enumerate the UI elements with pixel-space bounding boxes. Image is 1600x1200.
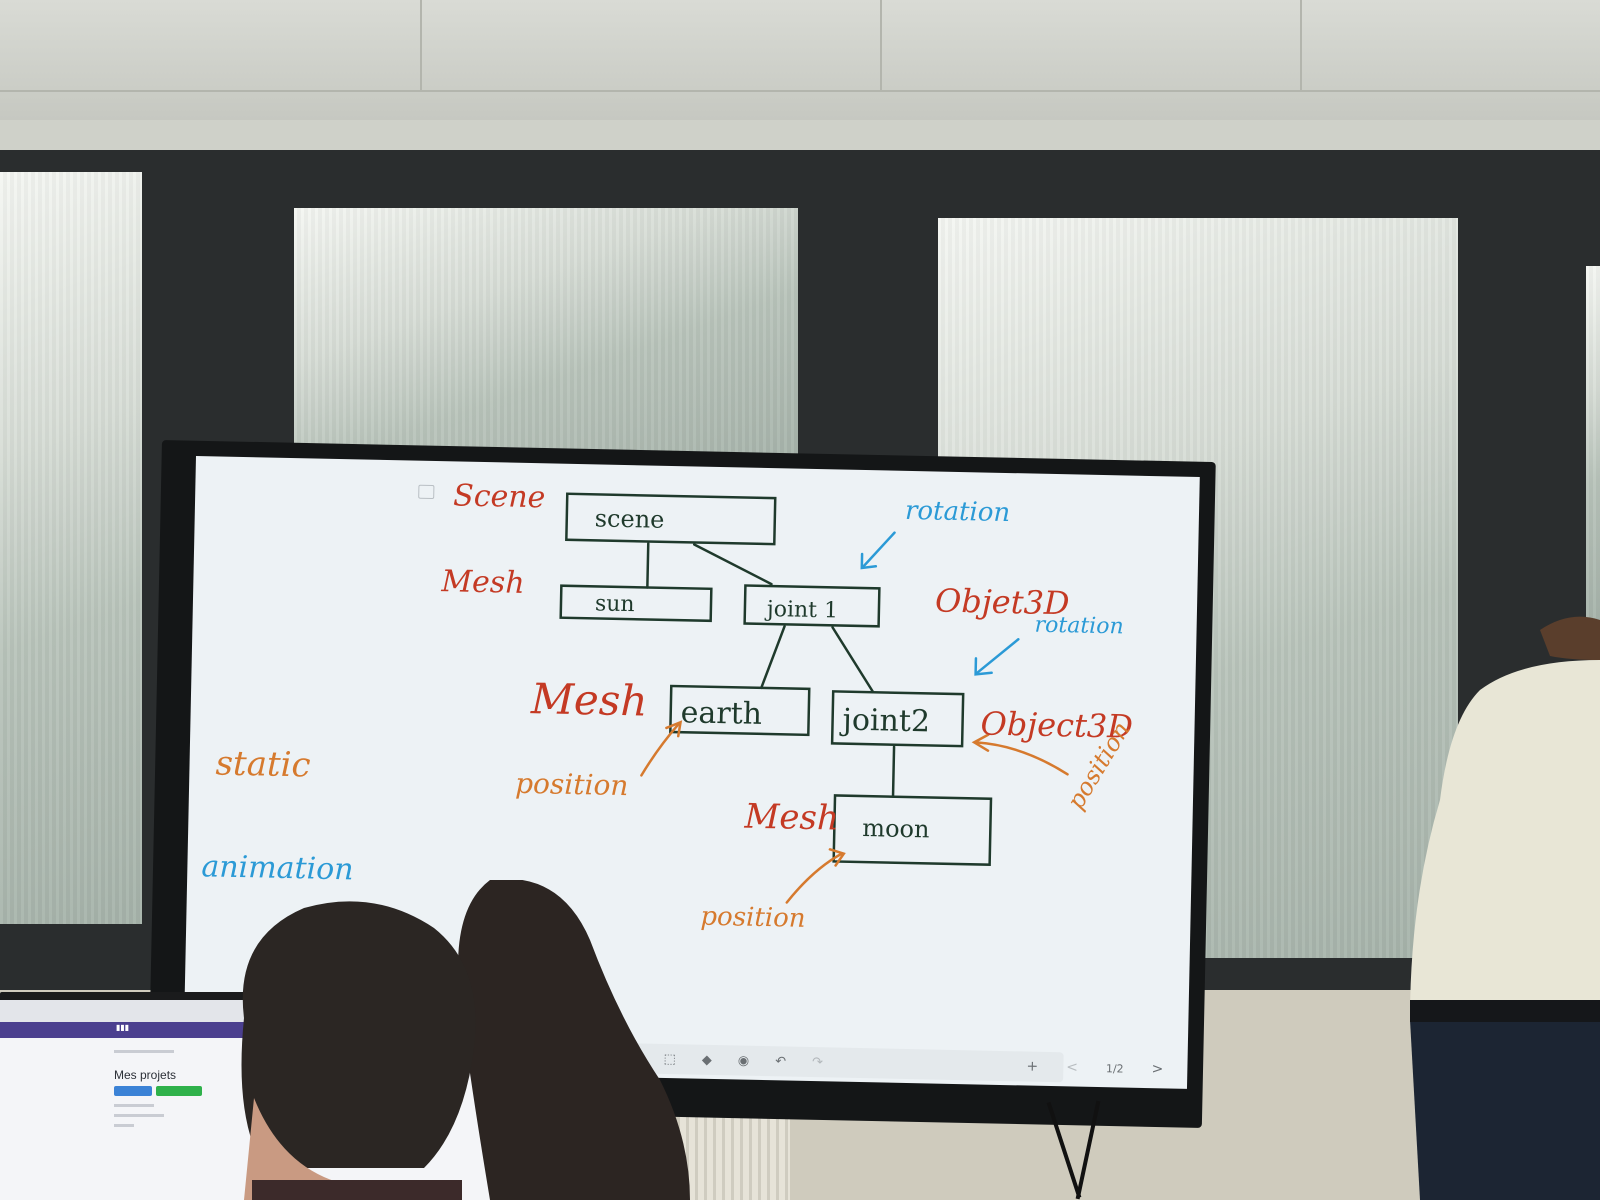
moon-box — [832, 794, 993, 866]
annotation-animation: animation — [201, 849, 354, 887]
breadcrumb — [114, 1050, 174, 1053]
annotation-static: static — [215, 743, 311, 785]
ceiling-tile — [0, 0, 422, 92]
label-earth-type: Mesh — [529, 674, 647, 725]
list-item — [114, 1124, 134, 1127]
person-back-head-long-hair — [458, 880, 690, 1200]
eye-icon[interactable]: ◉ — [737, 1052, 750, 1069]
window-pane-far-right — [1586, 266, 1600, 626]
joint2-box — [830, 690, 965, 748]
rotation-arrow-1 — [862, 531, 896, 568]
edge-joint1-earth — [760, 625, 786, 690]
node-sun: sun — [595, 591, 635, 617]
whiteboard-screen[interactable]: scene sun joint 1 earth joint2 moon Scen… — [183, 456, 1200, 1089]
node-moon: moon — [862, 814, 930, 843]
annotation-position-earth: position — [515, 767, 629, 802]
ceiling-tile — [880, 0, 1302, 92]
person-back-head-short-hair — [241, 901, 476, 1200]
scene-box — [565, 492, 777, 546]
edge-scene-joint1 — [693, 543, 773, 586]
edge-scene-sun — [646, 542, 650, 589]
ceiling — [0, 0, 1600, 120]
import-button[interactable] — [156, 1086, 202, 1096]
next-page-button[interactable]: > — [1151, 1061, 1164, 1078]
position-arrow-earth — [640, 722, 680, 777]
prev-page-button[interactable]: < — [1066, 1059, 1079, 1076]
new-project-button[interactable] — [114, 1086, 152, 1096]
label-joint2-type: Object3D — [980, 704, 1133, 745]
list-item — [114, 1104, 154, 1107]
sun-box — [559, 584, 713, 623]
joint1-box — [743, 584, 881, 628]
add-page-button[interactable]: + — [1026, 1058, 1039, 1075]
page-navigator: + < 1/2 > — [1026, 1052, 1164, 1085]
page-indicator: 1/2 — [1105, 1061, 1124, 1076]
label-sun-type: Mesh — [440, 564, 525, 601]
annotation-rotation-1: rotation — [905, 496, 1011, 528]
window-pane-left — [0, 172, 142, 924]
position-arrow-joint2 — [974, 741, 1069, 776]
node-earth: earth — [680, 695, 762, 732]
window-pane-center — [294, 208, 798, 470]
undo-icon[interactable]: ↶ — [774, 1053, 787, 1069]
annotation-position-moon: position — [700, 902, 806, 934]
position-arrow-moon — [785, 852, 844, 904]
app-logo: ▮▮▮ — [116, 1023, 130, 1032]
ceiling-tile — [420, 0, 882, 92]
label-joint1-type: Objet3D — [935, 582, 1070, 623]
edge-joint2-moon — [891, 745, 896, 798]
node-joint1: joint 1 — [764, 597, 839, 624]
list-item — [114, 1114, 164, 1117]
ceiling-trim — [0, 120, 1600, 150]
rotation-arrow-2 — [976, 638, 1020, 674]
node-scene: scene — [594, 504, 664, 533]
label-scene-type: Scene — [453, 478, 546, 515]
node-joint2: joint2 — [839, 703, 930, 740]
redo-icon[interactable]: ↷ — [811, 1054, 824, 1070]
annotation-rotation-2: rotation — [1034, 613, 1124, 640]
edge-joint1-joint2 — [831, 626, 875, 694]
ceiling-tile — [1300, 0, 1600, 92]
earth-box — [669, 684, 811, 737]
page-title: Mes projets — [114, 1068, 177, 1082]
person-right — [1410, 616, 1600, 1200]
label-moon-type: Mesh — [743, 797, 839, 839]
whiteboard-canvas[interactable]: scene sun joint 1 earth joint2 moon Scen… — [183, 456, 1200, 1089]
